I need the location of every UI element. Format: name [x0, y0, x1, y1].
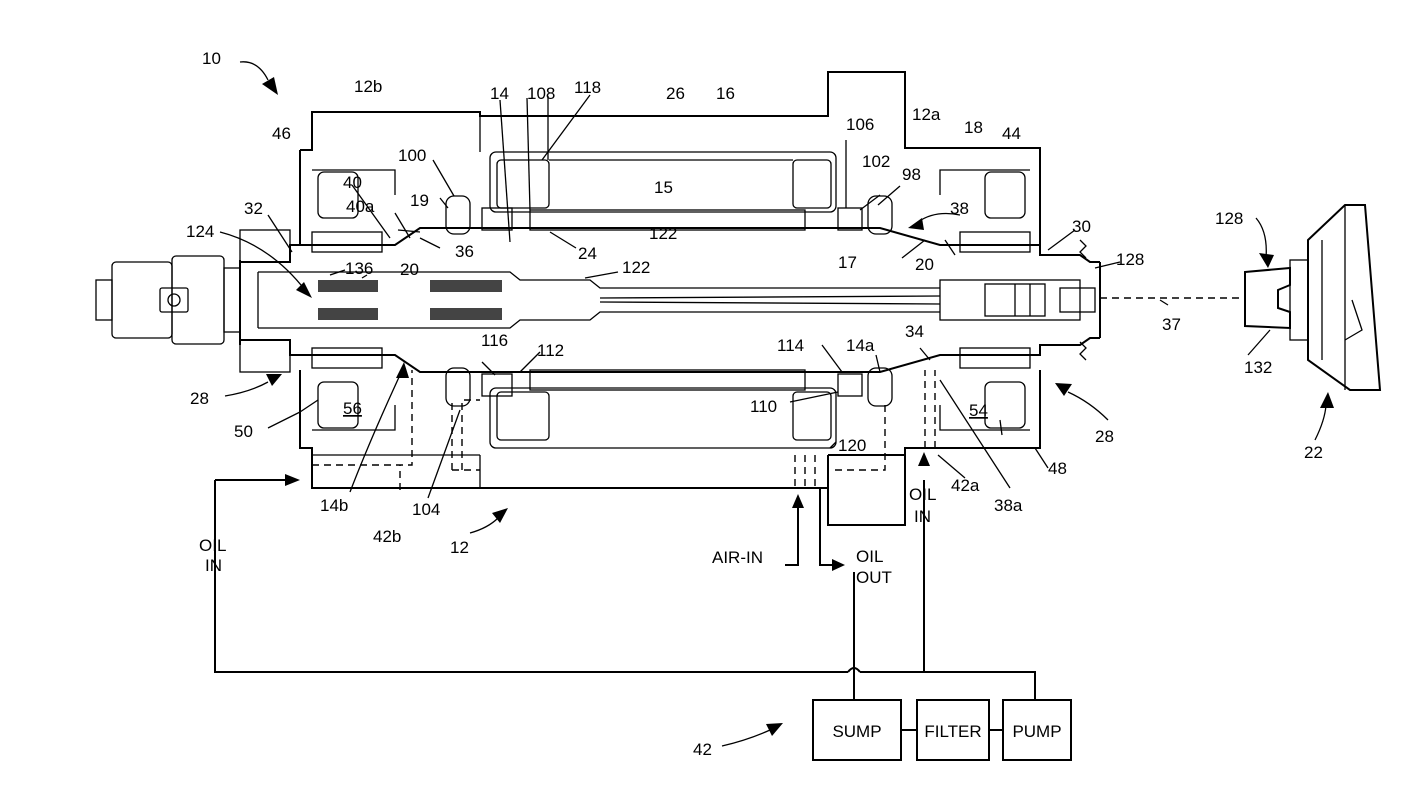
spring-stack [318, 280, 502, 320]
label-40a: 40a [346, 197, 375, 216]
label-12: 12 [450, 538, 469, 557]
filter-label: FILTER [924, 722, 981, 741]
label-124: 124 [186, 222, 214, 241]
label-10: 10 [202, 49, 221, 68]
rear-rotary-union [96, 230, 290, 372]
label-28-right: 28 [1095, 427, 1114, 446]
label-112: 112 [537, 341, 564, 360]
label-26: 26 [666, 84, 685, 103]
label-110: 110 [750, 397, 777, 416]
label-32: 32 [244, 199, 263, 218]
label-48: 48 [1048, 459, 1067, 478]
label-132: 132 [1244, 358, 1272, 377]
label-136: 136 [345, 259, 373, 278]
label-24: 24 [578, 244, 597, 263]
housing [300, 72, 1040, 525]
filter-box: FILTER [917, 700, 989, 760]
label-40: 40 [343, 173, 362, 192]
oil-in-right-line1: OIL [909, 485, 936, 504]
label-16: 16 [716, 84, 735, 103]
sump-box: SUMP [813, 700, 901, 760]
oil-in-left-line2: IN [205, 556, 222, 575]
label-20-left: 20 [400, 260, 419, 279]
spindle-shaft [240, 228, 1100, 372]
pump-box: PUMP [1003, 700, 1071, 760]
label-50: 50 [234, 422, 253, 441]
label-42a: 42a [951, 476, 980, 495]
air-in-label: AIR-IN [712, 548, 763, 567]
oil-in-right-line2: IN [914, 507, 931, 526]
label-44: 44 [1002, 124, 1021, 143]
label-14: 14 [490, 84, 509, 103]
label-42b: 42b [373, 527, 401, 546]
label-30: 30 [1072, 217, 1091, 236]
label-106: 106 [846, 115, 874, 134]
label-116: 116 [481, 331, 508, 350]
label-104: 104 [412, 500, 440, 519]
oil-out-line1: OIL [856, 547, 883, 566]
oil-in-left-line1: OIL [199, 536, 226, 555]
label-54: 54 [969, 401, 988, 420]
label-12b: 12b [354, 77, 382, 96]
label-108: 108 [527, 84, 555, 103]
label-46: 46 [272, 124, 291, 143]
label-122: 122 [622, 258, 650, 277]
oil-out-line2: OUT [856, 568, 892, 587]
sump-label: SUMP [832, 722, 881, 741]
label-122-top: 122 [649, 224, 677, 243]
label-37: 37 [1162, 315, 1181, 334]
label-17: 17 [838, 253, 857, 272]
label-20-right: 20 [915, 255, 934, 274]
label-18: 18 [964, 118, 983, 137]
label-38: 38 [950, 199, 969, 218]
front-cap [960, 172, 1030, 428]
label-128-tool: 128 [1215, 209, 1243, 228]
reference-labels: 10 12b 12a 14 108 118 26 16 15 106 18 44… [186, 49, 1323, 759]
label-19: 19 [410, 191, 429, 210]
label-14b: 14b [320, 496, 348, 515]
label-15: 15 [654, 178, 673, 197]
label-118: 118 [574, 78, 601, 97]
label-120: 120 [838, 436, 866, 455]
label-42: 42 [693, 740, 712, 759]
label-12a: 12a [912, 105, 941, 124]
label-98: 98 [902, 165, 921, 184]
label-128: 128 [1116, 250, 1144, 269]
label-38a: 38a [994, 496, 1023, 515]
label-34: 34 [905, 322, 924, 341]
label-36: 36 [455, 242, 474, 261]
label-102: 102 [862, 152, 890, 171]
label-14a: 14a [846, 336, 875, 355]
label-22: 22 [1304, 443, 1323, 462]
label-28-left: 28 [190, 389, 209, 408]
label-56: 56 [343, 399, 362, 418]
pump-label: PUMP [1012, 722, 1061, 741]
label-100: 100 [398, 146, 426, 165]
label-114: 114 [777, 336, 804, 355]
